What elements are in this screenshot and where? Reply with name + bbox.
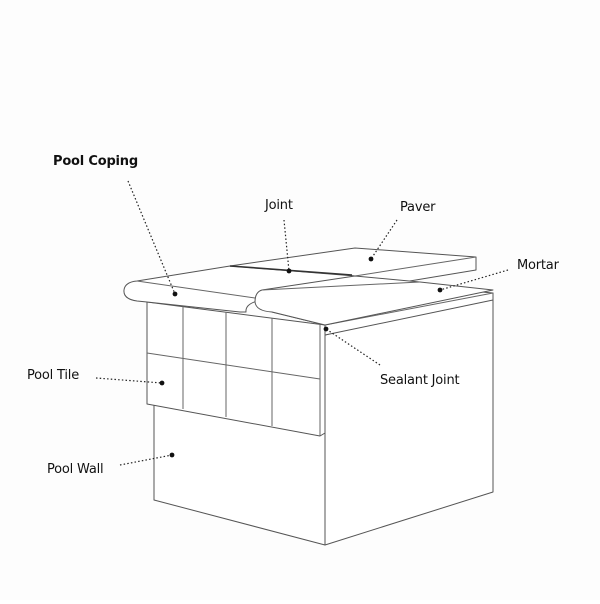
leader-pool-coping <box>127 180 176 295</box>
label-pool-coping: Pool Coping <box>53 154 138 169</box>
leader-lines <box>95 180 509 466</box>
pool-coping-marker-dot <box>172 291 178 297</box>
paver-marker-dot <box>368 256 374 262</box>
leader-pool-wall <box>119 454 173 466</box>
label-pool-wall: Pool Wall <box>47 462 104 477</box>
label-mortar: Mortar <box>517 258 559 273</box>
label-pool-tile: Pool Tile <box>27 368 79 383</box>
label-paver: Paver <box>400 200 436 215</box>
pool-tile-shape <box>146 301 326 437</box>
leader-mortar <box>439 269 509 291</box>
pool-wall-marker-dot <box>169 452 175 458</box>
pool-coping-right-shape <box>254 275 494 326</box>
sealant-joint-marker-dot <box>323 326 329 332</box>
leader-joint <box>283 219 290 272</box>
mortar-marker-dot <box>437 287 443 293</box>
pool-tile-marker-dot <box>159 380 165 386</box>
label-sealant-joint: Sealant Joint <box>380 373 460 388</box>
label-joint: Joint <box>265 198 293 213</box>
leader-paver <box>370 219 398 260</box>
joint-marker-dot <box>286 268 292 274</box>
